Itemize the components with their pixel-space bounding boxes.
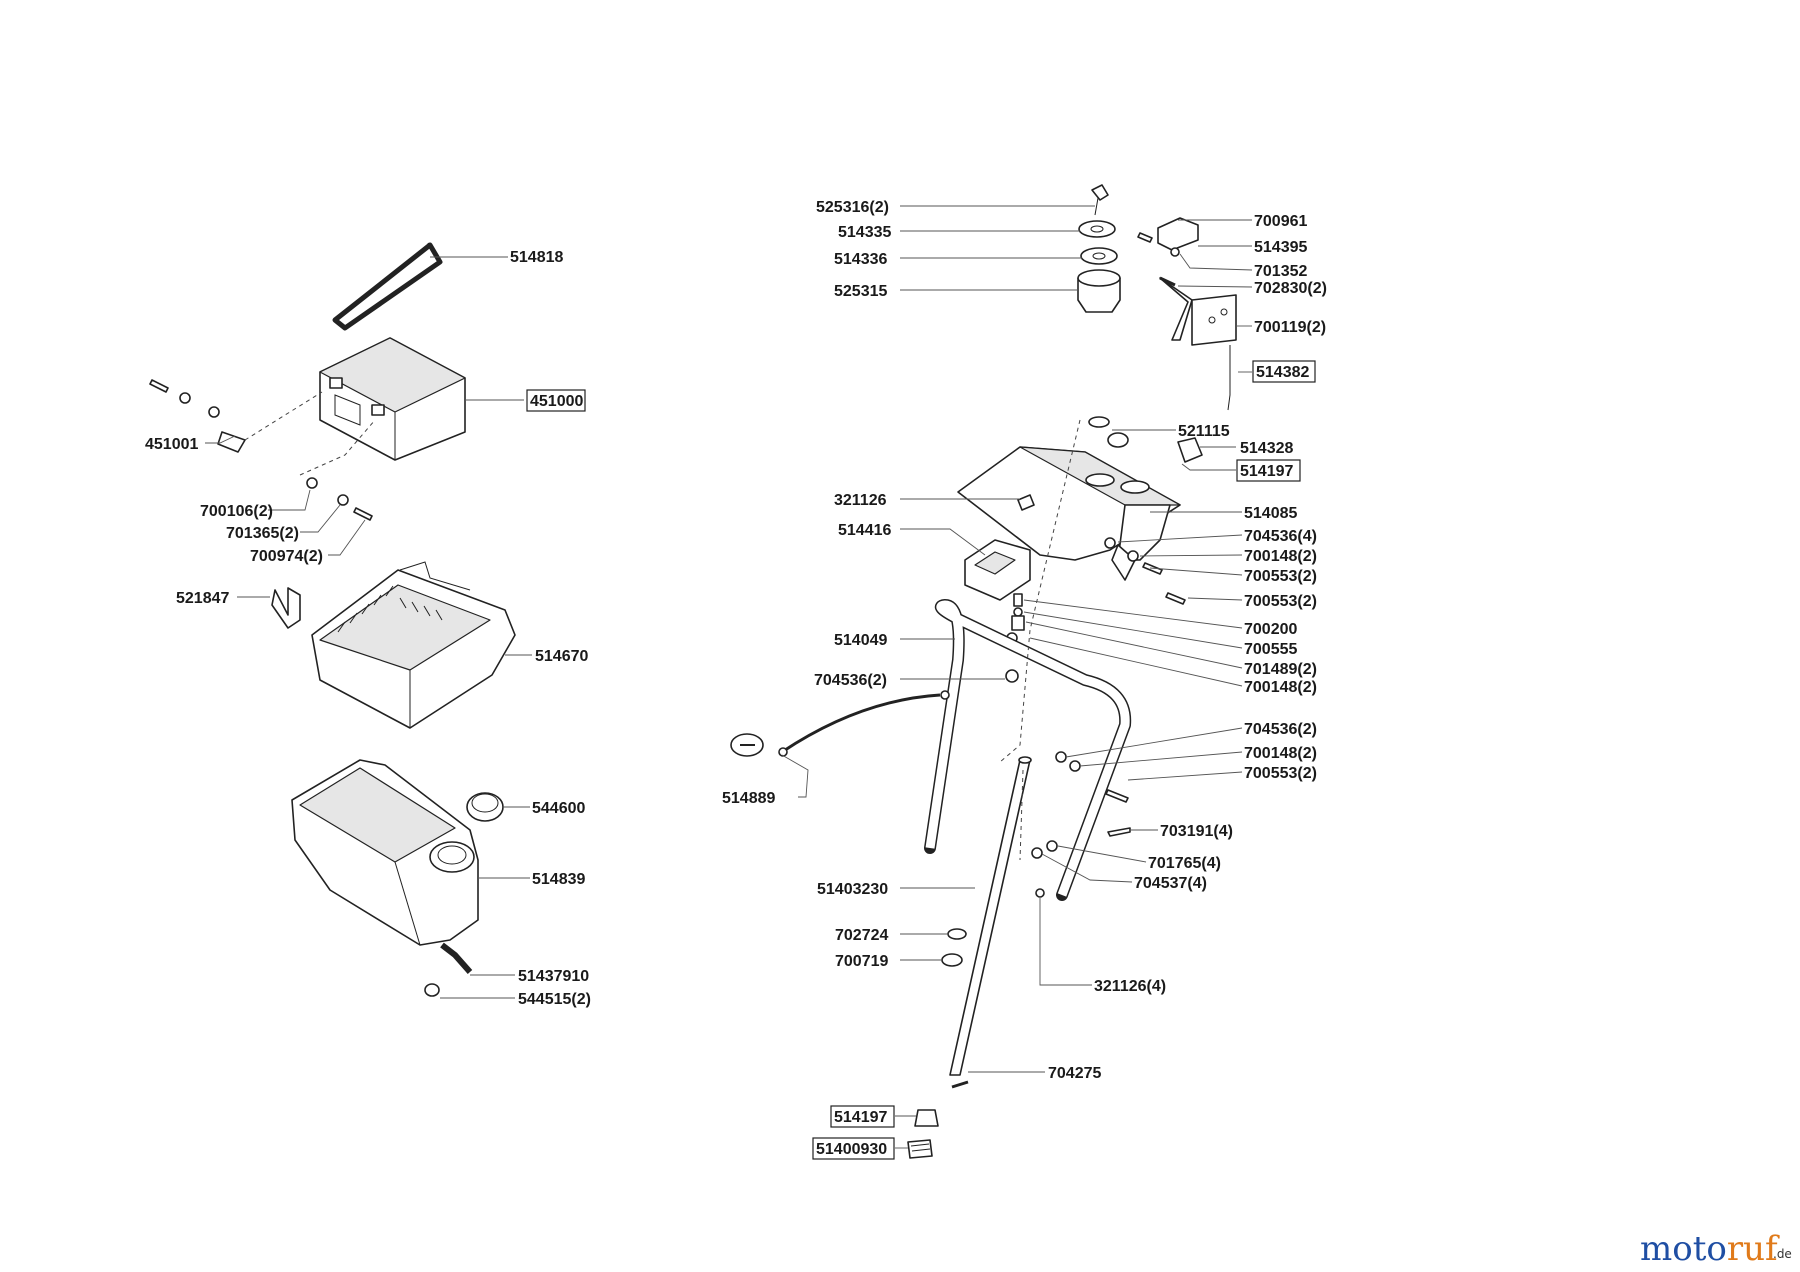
ignition-switch-part	[1077, 269, 1121, 313]
label-514670: 514670	[535, 648, 588, 665]
label-700148-c: 700148(2)	[1244, 745, 1317, 762]
handle-bar-part	[924, 599, 1132, 901]
battery-strap-part	[332, 242, 443, 331]
label-704536-4: 704536(4)	[1244, 528, 1317, 545]
label-514328: 514328	[1240, 440, 1293, 457]
label-514049: 514049	[834, 632, 887, 649]
label-700555: 700555	[1244, 641, 1297, 658]
label-451001: 451001	[145, 436, 198, 453]
label-514818: 514818	[510, 249, 563, 266]
label-box-514197-bottom	[830, 1105, 895, 1128]
battery-clamp-hardware	[149, 379, 246, 453]
svg-text:motoruf: motoruf	[1640, 1229, 1780, 1269]
label-521847: 521847	[176, 590, 229, 607]
clip-321126-part	[1017, 494, 1035, 511]
label-544600: 544600	[532, 800, 585, 817]
ground-cable-part	[730, 690, 950, 757]
label-514382: 514382	[1256, 364, 1309, 381]
steering-shaft-part	[949, 756, 1032, 1076]
bottom-bearing-part	[907, 1109, 939, 1159]
label-700106: 700106(2)	[200, 503, 273, 520]
spring-pin-part	[951, 1080, 969, 1089]
label-701765: 701765(4)	[1148, 855, 1221, 872]
switch-bracket-part	[1159, 276, 1237, 346]
safety-switch-part	[1137, 217, 1199, 257]
dashboard-plate-part	[957, 446, 1181, 581]
label-700148-a: 700148(2)	[1244, 548, 1317, 565]
label-box-514382	[1252, 360, 1316, 383]
label-701352: 701352	[1254, 263, 1307, 280]
label-700553-a: 700553(2)	[1244, 568, 1317, 585]
label-700553-b: 700553(2)	[1244, 593, 1317, 610]
label-700553-c: 700553(2)	[1244, 765, 1317, 782]
label-702830: 702830(2)	[1254, 280, 1327, 297]
label-700719: 700719	[835, 953, 888, 970]
label-521115: 521115	[1178, 423, 1230, 440]
label-703191: 703191(4)	[1160, 823, 1233, 840]
label-704536-c: 704536(2)	[1244, 721, 1317, 738]
label-704275: 704275	[1048, 1065, 1101, 1082]
fuel-cap-part	[466, 792, 504, 822]
battery-tray-part	[311, 561, 516, 729]
watermark-logo: motoruf .de	[1640, 1229, 1792, 1269]
watermark-ruf: ruf	[1727, 1229, 1780, 1269]
battery-part	[319, 337, 466, 461]
label-514416: 514416	[838, 522, 891, 539]
label-704536-b: 704536(2)	[814, 672, 887, 689]
switch-514328-part	[1177, 437, 1203, 463]
label-514197-bottom: 514197	[834, 1109, 887, 1126]
label-451000: 451000	[530, 393, 583, 410]
label-700961: 700961	[1254, 213, 1307, 230]
label-514839: 514839	[532, 871, 585, 888]
label-box-51400930	[812, 1137, 895, 1160]
label-514889: 514889	[722, 790, 775, 807]
label-51400930: 51400930	[816, 1141, 887, 1158]
label-box-514197-top	[1236, 459, 1301, 482]
label-321126: 321126	[834, 492, 887, 509]
label-514336: 514336	[834, 251, 887, 268]
label-514395: 514395	[1254, 239, 1307, 256]
label-704537: 704537(4)	[1134, 875, 1207, 892]
label-701365: 701365(2)	[226, 525, 299, 542]
watermark-moto: moto	[1640, 1229, 1727, 1269]
label-321126-4: 321126(4)	[1094, 978, 1166, 995]
cable-loop-part	[271, 587, 301, 629]
label-514197-top: 514197	[1240, 463, 1293, 480]
leader-lines	[205, 205, 1253, 1149]
label-51403230: 51403230	[817, 881, 888, 898]
label-544515: 544515(2)	[518, 991, 591, 1008]
cable-514382-part	[1227, 345, 1231, 411]
label-700119: 700119(2)	[1254, 319, 1326, 336]
label-525315: 525315	[834, 283, 887, 300]
label-514335: 514335	[838, 224, 891, 241]
label-box-451000	[526, 389, 586, 412]
part-labels: 514818 451000 451001 700106(2) 701365(2)…	[145, 199, 1327, 1158]
grommet-521115-part	[1088, 416, 1129, 448]
label-700974: 700974(2)	[250, 548, 323, 565]
fuel-tank-part	[291, 759, 479, 946]
label-700200: 700200	[1244, 621, 1297, 638]
watermark-suffix: .de	[1773, 1247, 1792, 1261]
terminal-hardware	[306, 477, 373, 521]
label-525316: 525316(2)	[816, 199, 889, 216]
label-702724: 702724	[835, 927, 888, 944]
ignition-key-part	[1091, 184, 1109, 216]
label-700148-b: 700148(2)	[1244, 679, 1317, 696]
fuel-hose-part	[424, 942, 473, 997]
ignition-nut-part	[1078, 220, 1118, 265]
shaft-bushing-part	[941, 928, 967, 967]
label-701489: 701489(2)	[1244, 661, 1317, 678]
bracket-514416-part	[964, 539, 1031, 601]
label-514085: 514085	[1244, 505, 1297, 522]
label-51437910: 51437910	[518, 968, 589, 985]
